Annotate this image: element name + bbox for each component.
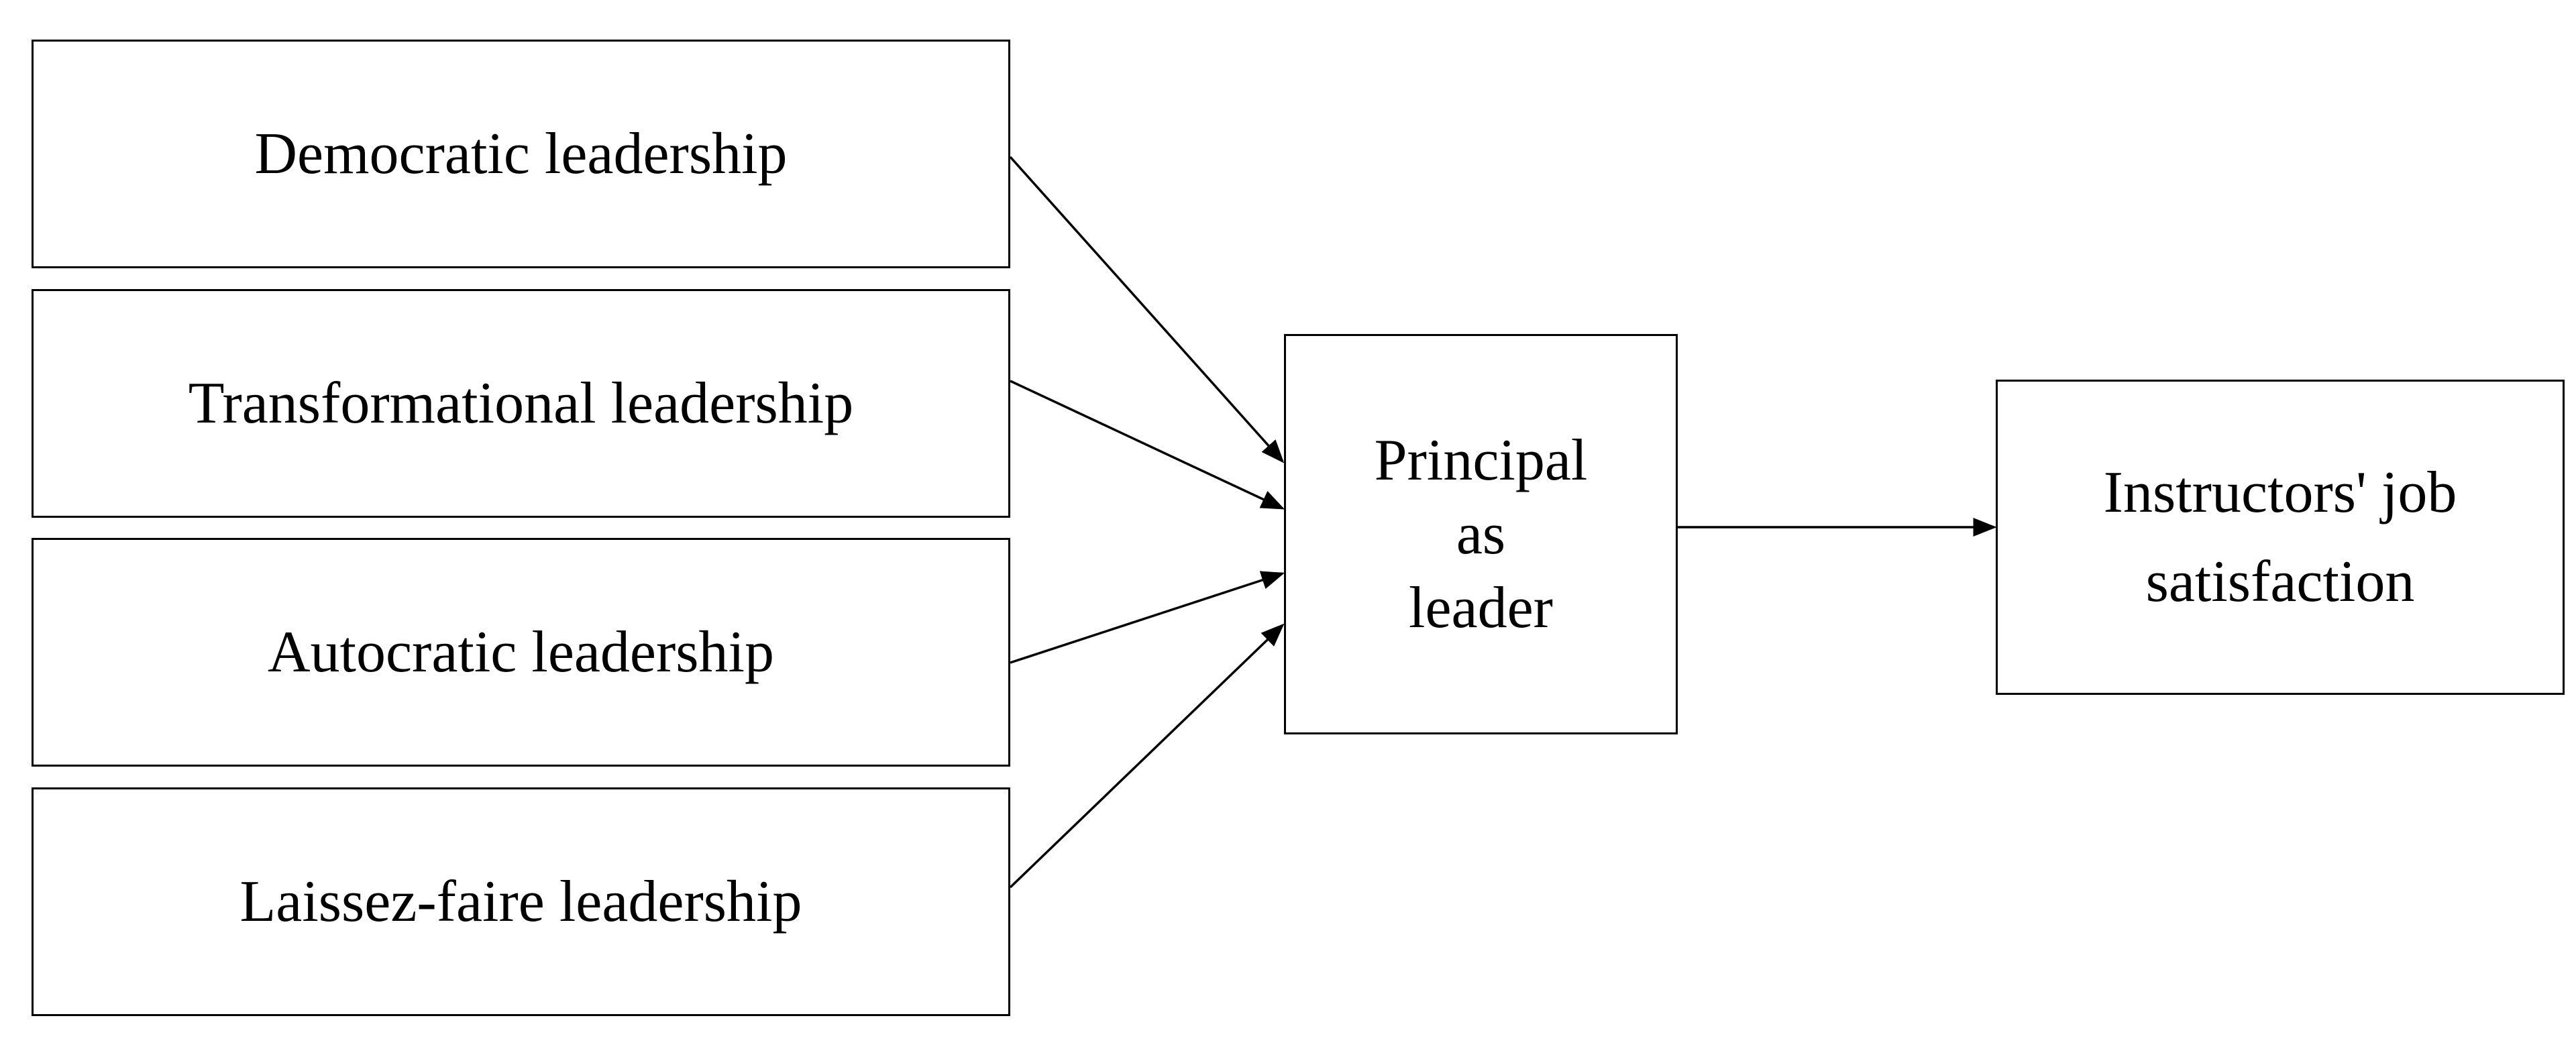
- satisfaction-label-stack: Instructors' job satisfaction: [2104, 448, 2457, 626]
- laissez-faire-leadership-box: Laissez-faire leadership: [32, 787, 1010, 1016]
- transformational-leadership-label: Transformational leadership: [188, 370, 854, 436]
- satisfaction-label-line-2: satisfaction: [2145, 549, 2415, 614]
- arrow-democratic-to-principal: [1009, 156, 1285, 463]
- satisfaction-label-line-1: Instructors' job: [2103, 460, 2457, 525]
- principal-label-line-2: as: [1456, 501, 1506, 567]
- principal-label-stack: Principal as leader: [1375, 424, 1588, 645]
- arrow-laissez-to-principal: [1009, 623, 1285, 889]
- principal-label-line-1: Principal: [1374, 427, 1588, 493]
- democratic-leadership-box: Democratic leadership: [32, 40, 1010, 268]
- autocratic-leadership-box: Autocratic leadership: [32, 538, 1010, 767]
- autocratic-leadership-label: Autocratic leadership: [267, 619, 774, 685]
- democratic-leadership-label: Democratic leadership: [254, 121, 788, 186]
- principal-as-leader-box: Principal as leader: [1284, 334, 1678, 734]
- transformational-leadership-box: Transformational leadership: [32, 289, 1010, 518]
- principal-label-line-3: leader: [1409, 575, 1553, 641]
- arrow-autocratic-to-principal: [1010, 571, 1285, 664]
- instructors-job-satisfaction-box: Instructors' job satisfaction: [1996, 380, 2565, 695]
- laissez-faire-leadership-label: Laissez-faire leadership: [239, 869, 802, 934]
- arrow-transformational-to-principal: [1010, 380, 1285, 510]
